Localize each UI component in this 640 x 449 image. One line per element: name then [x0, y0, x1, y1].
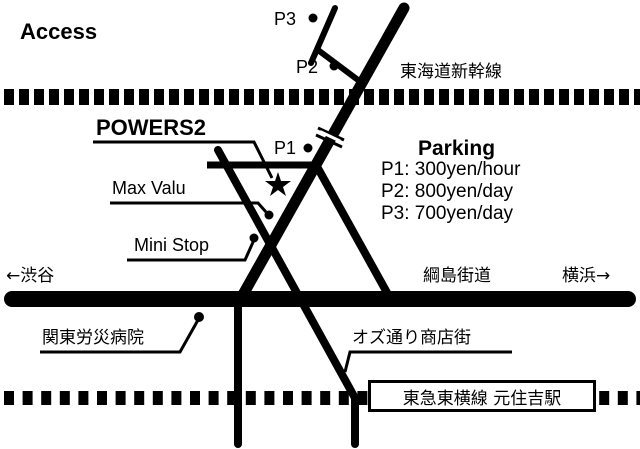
- p3-road: [308, 5, 338, 66]
- mini-stop-leader: [127, 239, 256, 262]
- hospital-leader: [40, 319, 200, 354]
- max-valu-label: Max Valu: [112, 178, 186, 198]
- max-valu-dot: [264, 210, 274, 220]
- building-name: POWERS2: [96, 115, 207, 140]
- overpass-gap: [319, 130, 341, 143]
- parking-item: P2: 800yen/day: [381, 181, 514, 202]
- p1-dot: [303, 143, 313, 153]
- max-valu-leader: [110, 201, 268, 213]
- hospital-label: 関東労災病院: [42, 328, 144, 348]
- parking-item: P3: 700yen/day: [381, 203, 514, 224]
- diagonal-road: [311, 161, 394, 300]
- p2-label: P2: [296, 57, 319, 77]
- oz-street-leader: [343, 350, 512, 373]
- oz-street-label: オズ通り商店街: [352, 328, 471, 348]
- station-box: 東急東横線 元住吉駅: [368, 380, 596, 412]
- tsunashima-label: 綱島街道: [423, 266, 491, 286]
- hospital-dot: [194, 312, 204, 322]
- powers2-star-icon: [265, 172, 291, 196]
- main-road: [234, 2, 410, 306]
- shibuya-direction: ←渋谷: [6, 266, 55, 286]
- yokohama-direction: 横浜→: [562, 266, 611, 286]
- p2-dot: [329, 61, 339, 71]
- overpass-mark: [317, 126, 345, 142]
- parking-item: P1: 300yen/hour: [381, 159, 521, 180]
- p3-dot: [308, 13, 318, 23]
- overpass-mark: [315, 133, 343, 149]
- powers2-leader: [93, 140, 274, 179]
- shinkansen-label: 東海道新幹線: [400, 62, 502, 82]
- p2-connector-road: [316, 47, 368, 89]
- station-label: 東急東横線 元住吉駅: [402, 388, 562, 409]
- parking-heading: Parking: [418, 137, 496, 160]
- p1-label: P1: [274, 138, 297, 158]
- oz-street-road: [214, 146, 359, 448]
- p3-label: P3: [274, 9, 297, 29]
- mini-stop-dot: [249, 233, 259, 243]
- mini-stop-label: Mini Stop: [134, 235, 210, 255]
- map-title: Access: [20, 19, 98, 44]
